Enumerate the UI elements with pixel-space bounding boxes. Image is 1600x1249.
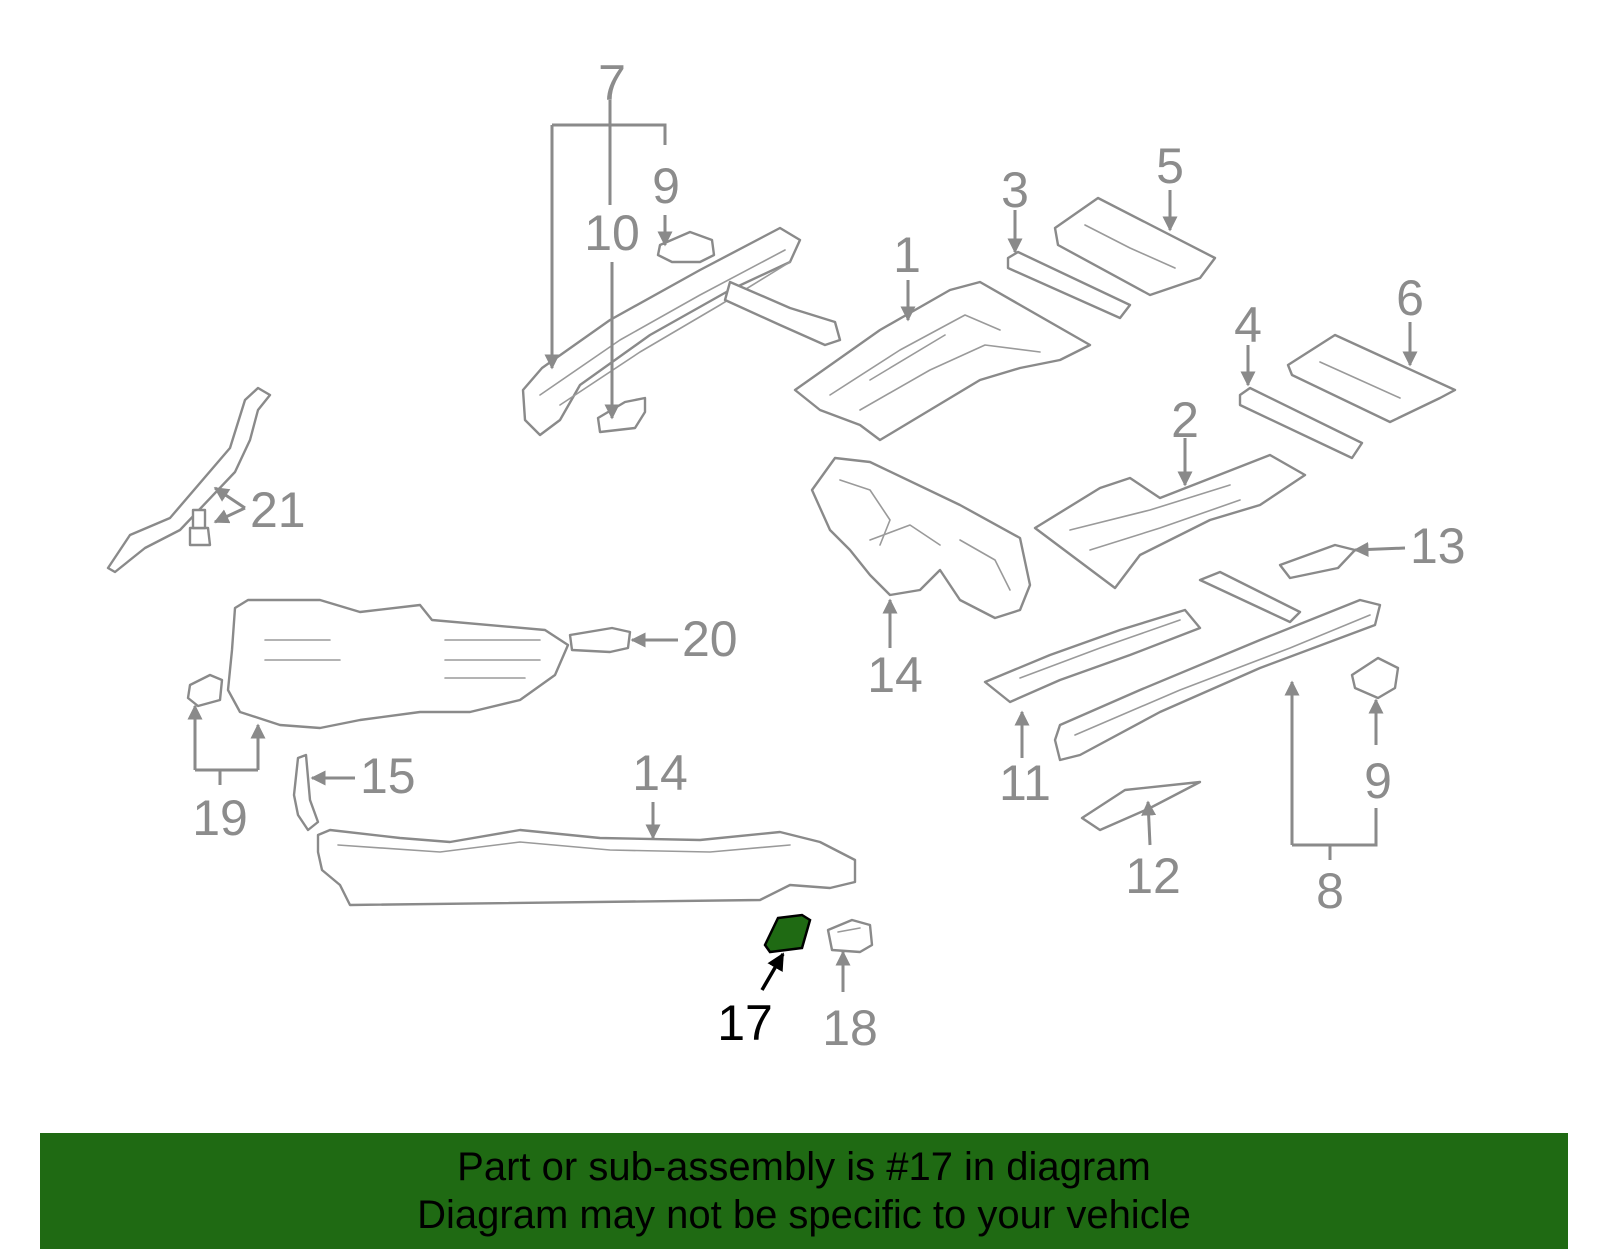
callout-14: 14 [867,647,923,703]
part-17-highlighted[interactable] [763,913,812,954]
callout-19: 19 [192,790,248,846]
part-12-floor-piece[interactable] [1080,780,1202,832]
part-7-rail-left[interactable] [521,226,842,437]
part-20-piece[interactable] [568,626,632,654]
callout-5: 5 [1156,138,1184,194]
callout-labels: 7 9 10 1 3 5 6 4 2 13 14 11 12 9 8 21 20… [192,55,1465,1056]
callout-3: 3 [1001,162,1029,218]
callout-1: 1 [893,227,921,283]
part-16-strap[interactable] [292,753,320,832]
part-6-floor-panel[interactable] [1286,333,1457,424]
part-5-floor-panel[interactable] [1053,196,1217,297]
part-4-crossmember[interactable] [1238,386,1364,460]
callout-15: 14 [632,745,688,801]
callout-8: 8 [1316,863,1344,919]
callout-11: 11 [999,755,1051,811]
callout-18: 18 [822,1000,878,1056]
part-2-floor-pan-rear[interactable] [1033,453,1307,590]
callout-6: 6 [1396,270,1424,326]
part-11-side-member[interactable] [983,608,1202,704]
callout-17: 17 [717,995,773,1051]
info-banner: Part or sub-assembly is #17 in diagram D… [40,1133,1568,1249]
part-18-clip[interactable] [826,918,874,954]
part-9-bracket-lower[interactable] [1350,656,1400,700]
part-21-bolt[interactable] [188,508,212,547]
part-9-bracket-upper[interactable] [656,230,716,264]
part-19-underbody-shield[interactable] [226,598,570,730]
callout-20: 20 [682,611,738,667]
callout-10: 10 [584,205,640,261]
callout-13: 13 [1410,518,1466,574]
part-13-bracket[interactable] [1278,543,1357,580]
callout-7: 7 [598,55,626,111]
banner-line-part: Part or sub-assembly is #17 in diagram [457,1145,1151,1189]
part-14-crossmember-assy[interactable] [810,456,1032,620]
callout-9-lower: 9 [1364,753,1392,809]
part-8-rail-right[interactable] [1053,570,1382,762]
callout-9-upper: 9 [652,158,680,214]
callout-12: 12 [1125,848,1181,904]
callout-16: 15 [360,748,416,804]
callout-4: 4 [1234,297,1262,353]
part-1-floor-pan-front[interactable] [793,280,1092,442]
part-19-clip[interactable] [186,673,224,708]
part-10-bracket[interactable] [596,396,647,434]
leader-lines [187,100,1418,992]
parts-diagram: 7 9 10 1 3 5 6 4 2 13 14 11 12 9 8 21 20… [106,55,1466,1056]
part-21-bracket[interactable] [106,386,272,574]
part-17-fill [763,913,812,954]
callout-21: 21 [250,482,306,538]
banner-line-disclaimer: Diagram may not be specific to your vehi… [417,1193,1191,1237]
part-15-sill-cover[interactable] [316,828,857,907]
callout-2: 2 [1171,392,1199,448]
